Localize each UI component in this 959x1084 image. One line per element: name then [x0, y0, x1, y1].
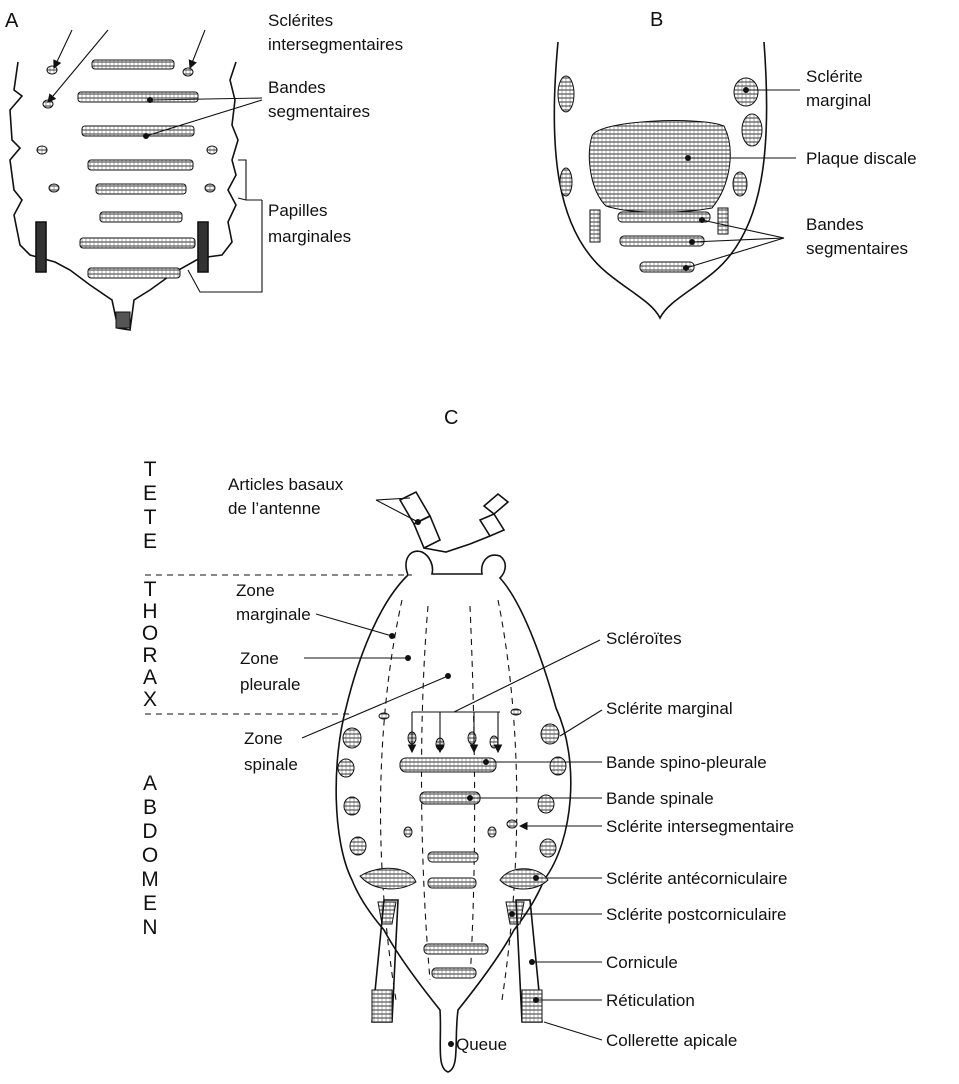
label-zone-pleurale-2: pleurale: [240, 675, 301, 694]
label-zone-marginale-2: marginale: [236, 605, 311, 624]
vertical-letter-thorax: O: [142, 622, 158, 645]
vertical-letter-abdomen: M: [141, 868, 159, 891]
label-plaque-discale: Plaque discale: [806, 149, 917, 168]
panel-b-plates: [558, 76, 762, 272]
label-bande-spinale: Bande spinale: [606, 789, 714, 808]
vertical-letter-thorax: R: [142, 644, 157, 667]
panel-a: A: [5, 10, 403, 330]
vertical-letter-tete: T: [144, 506, 157, 529]
sclerite-marginal: [541, 724, 559, 744]
segment-band: [100, 212, 182, 222]
panel-c-letter: C: [444, 407, 458, 429]
sclerite-intersegmentaire: [507, 820, 517, 828]
vertical-letter-abdomen: O: [142, 844, 158, 867]
discal-plate: [589, 121, 730, 213]
sclerite-antecorniculaire: [360, 868, 416, 889]
vertical-letter-abdomen: N: [142, 916, 157, 939]
label-sclerite-marginal-b-2: marginal: [806, 91, 871, 110]
vertical-letter-thorax: X: [143, 688, 157, 711]
label-zone-marginale-1: Zone: [236, 581, 275, 600]
vertical-letter-abdomen: B: [143, 796, 157, 819]
panel-c-sclerotization: [338, 709, 566, 978]
label-sclerites-intersegmentaires-2: intersegmentaires: [268, 35, 403, 54]
label-bande-spino-pleurale: Bande spino-pleurale: [606, 753, 767, 772]
label-reticulation: Réticulation: [606, 991, 695, 1010]
label-collerette-apicale: Collerette apicale: [606, 1031, 737, 1050]
panel-b: B Sclérite margi: [554, 9, 916, 318]
scleroite-arrows: [412, 640, 600, 752]
label-sclerite-antecorniculaire: Sclérite antécorniculaire: [606, 869, 787, 888]
label-zone-spinale-1: Zone: [244, 729, 283, 748]
segment-band: [82, 126, 194, 136]
segment-band: [78, 92, 198, 102]
panel-a-bands: [78, 60, 198, 278]
label-sclerite-intersegmentaire: Sclérite intersegmentaire: [606, 817, 794, 836]
vertical-letter-tete: E: [143, 482, 157, 505]
segment-band: [96, 184, 186, 194]
segment-band: [80, 238, 195, 248]
label-sclerite-postcorniculaire: Sclérite postcorniculaire: [606, 905, 786, 924]
label-bandes-segmentaires-1: Bandes: [268, 78, 326, 97]
segment-band: [88, 160, 193, 170]
vertical-letter-thorax: H: [142, 600, 157, 623]
bande-spino-pleurale: [400, 758, 496, 772]
label-sclerite-marginal-b-1: Sclérite: [806, 67, 863, 86]
vertical-letter-tete: E: [143, 530, 157, 553]
panel-b-letter: B: [650, 9, 663, 31]
label-papilles-marginales-2: marginales: [268, 227, 351, 246]
label-bandes-segmentaires-b-1: Bandes: [806, 215, 864, 234]
reticulation-left: [372, 990, 392, 1022]
label-bandes-segmentaires-2: segmentaires: [268, 102, 370, 121]
label-cornicule: Cornicule: [606, 953, 678, 972]
label-zone-spinale-2: spinale: [244, 755, 298, 774]
vertical-letter-thorax: T: [144, 578, 157, 601]
label-sclerite-marginal: Sclérite marginal: [606, 699, 733, 718]
label-articles-basaux-1: Articles basaux: [228, 475, 344, 494]
label-queue: Queue: [456, 1035, 507, 1054]
label-bandes-segmentaires-b-2: segmentaires: [806, 239, 908, 258]
reticulation-right: [522, 990, 542, 1022]
cornicles: [372, 900, 542, 1022]
segment-band: [92, 60, 174, 69]
vertical-letter-thorax: A: [143, 666, 157, 689]
label-sclerites-intersegmentaires-1: Sclérites: [268, 11, 333, 30]
label-scleroites: Scléroïtes: [606, 629, 682, 648]
label-papilles-marginales-1: Papilles: [268, 201, 328, 220]
vertical-letter-abdomen: D: [142, 820, 157, 843]
panel-a-letter: A: [5, 10, 19, 32]
vertical-letter-abdomen: A: [143, 772, 157, 795]
vertical-letter-tete: T: [144, 458, 157, 481]
label-articles-basaux-2: de l’antenne: [228, 499, 321, 518]
vertical-letter-abdomen: E: [143, 892, 157, 915]
segment-band: [88, 268, 180, 278]
label-zone-pleurale-1: Zone: [240, 649, 279, 668]
segment-band: [618, 212, 710, 222]
